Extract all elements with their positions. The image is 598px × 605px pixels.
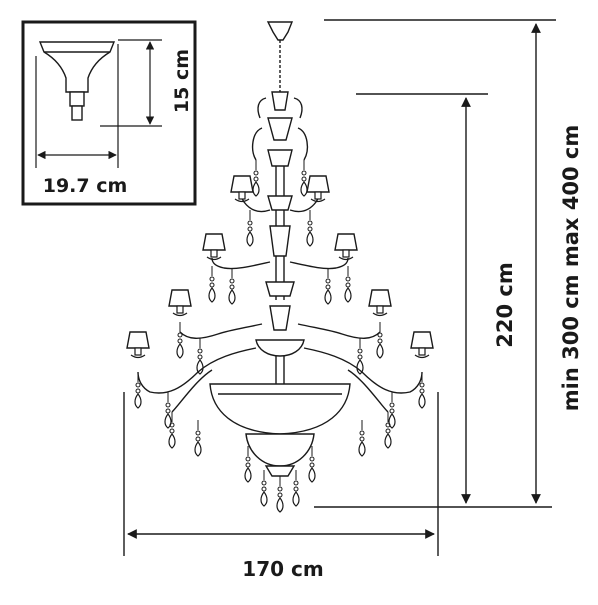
total-height-dimension [324,19,556,504]
width-dimension [123,392,439,556]
canopy-height-dimension [100,39,162,127]
canopy-height-label: 15 cm [171,49,193,113]
canopy-width-dimension [35,44,119,168]
canopy-inset: 15 cm 19.7 cm [21,20,197,206]
canopy-icon [38,41,116,121]
chandelier-illustration [137,21,423,477]
total-height-label: min 300 cm max 400 cm [559,125,583,412]
height-label: 220 cm [493,262,517,347]
height-dimension [314,93,552,508]
width-label: 170 cm [242,557,323,581]
canopy-width-label: 19.7 cm [43,175,128,197]
